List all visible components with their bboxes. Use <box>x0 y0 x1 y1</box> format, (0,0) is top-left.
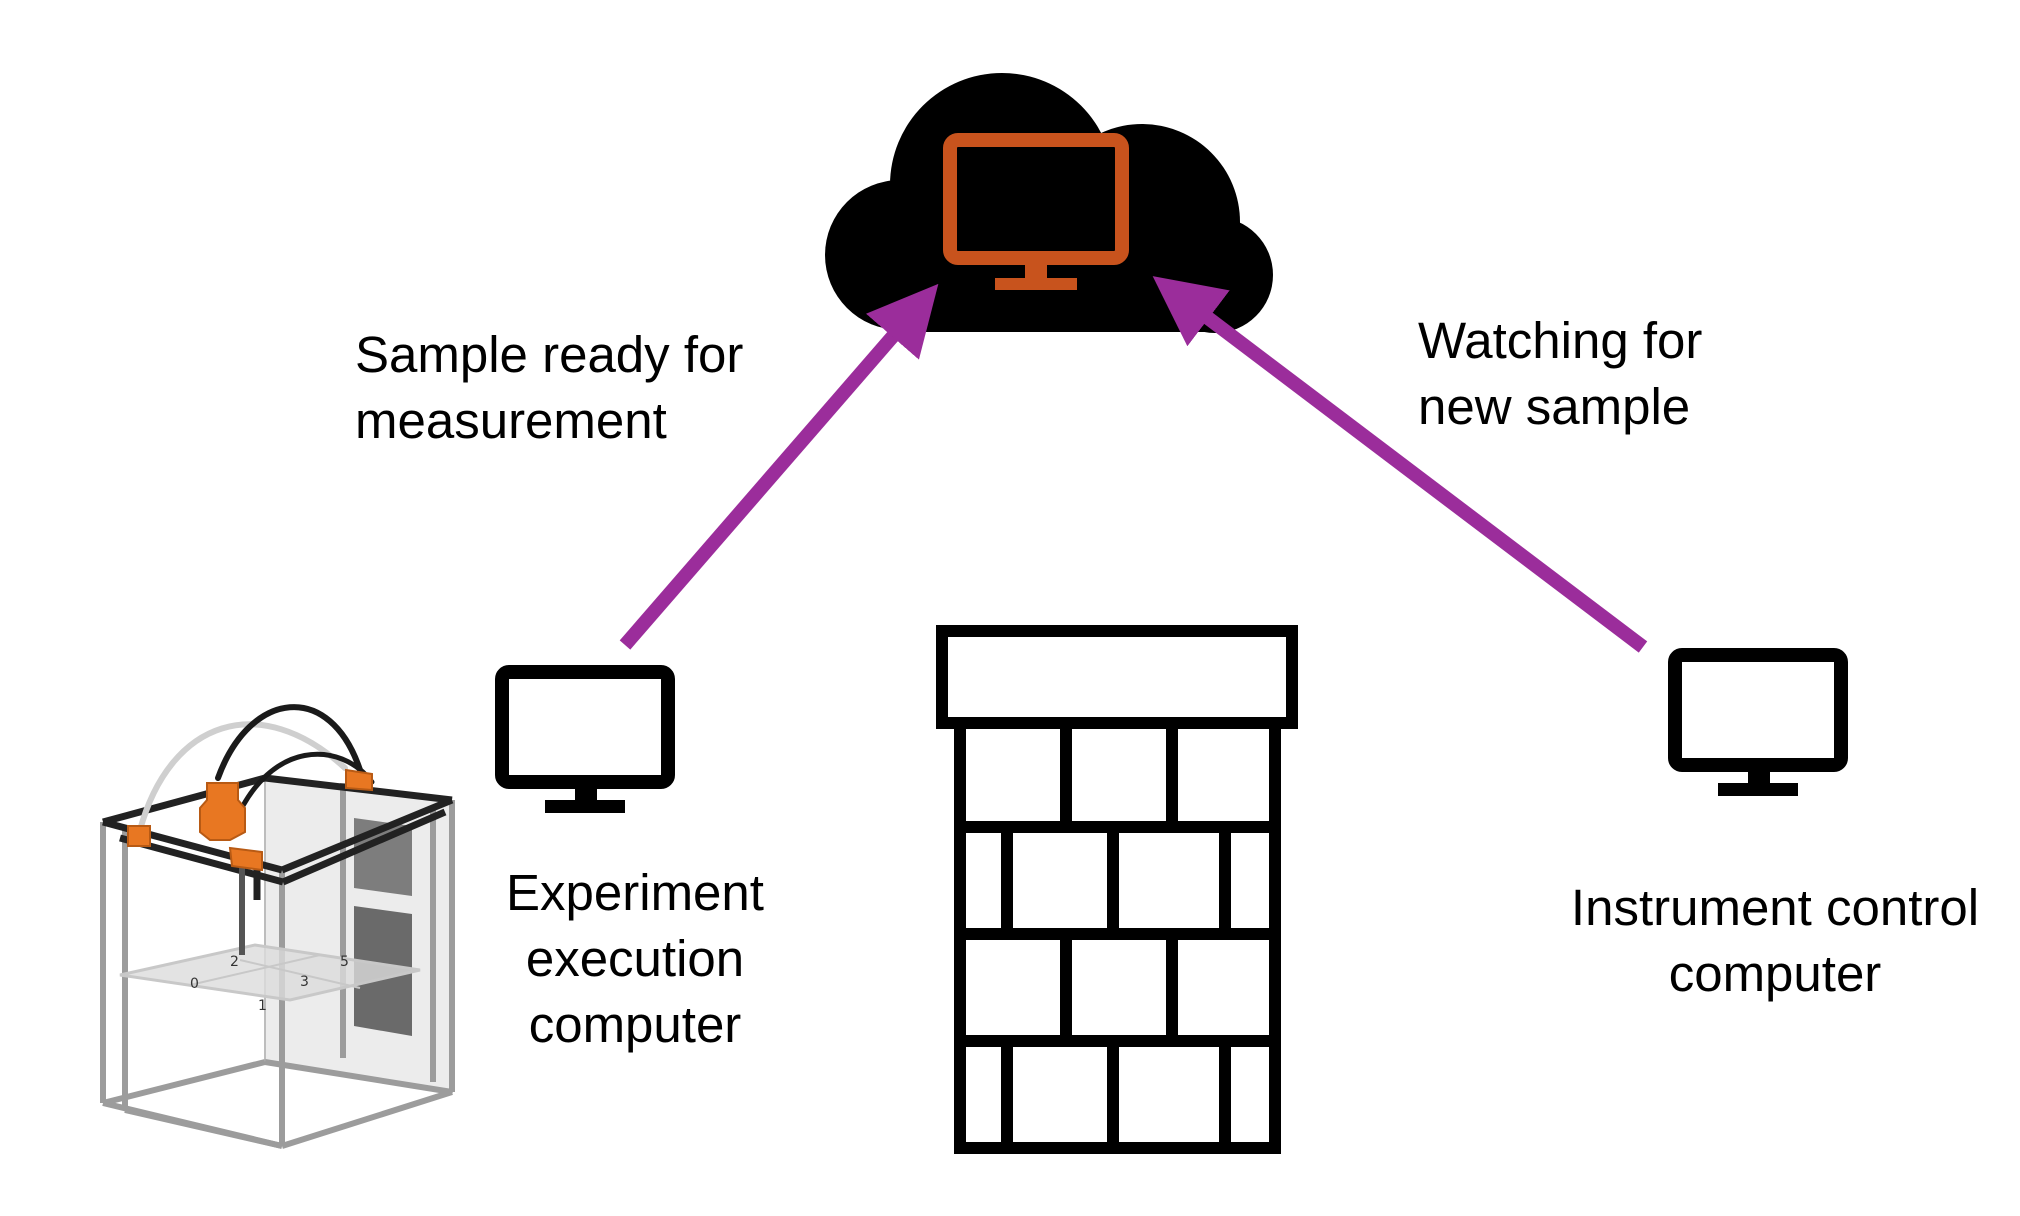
sample-ready-line: Sample ready for <box>355 326 744 383</box>
experiment-computer-line: execution <box>525 930 745 987</box>
experiment-computer-monitor-icon <box>495 665 675 813</box>
printer-grid-number: 3 <box>300 974 309 990</box>
printer-grid-number: 1 <box>258 998 267 1014</box>
watching-line: Watching for <box>1418 312 1703 369</box>
watching-line: new sample <box>1418 378 1691 435</box>
watching-label: Watching for new sample <box>1418 308 1702 440</box>
firewall-icon <box>936 625 1298 1154</box>
cloud-monitor-icon <box>943 133 1129 290</box>
printer-grid-number: 5 <box>340 954 349 970</box>
instrument-computer-line: Instrument control <box>1570 879 1980 936</box>
instrument-computer-monitor-icon <box>1668 648 1848 796</box>
printer-grid-number: 0 <box>190 976 199 992</box>
experiment-computer-label: Experiment execution computer <box>480 860 790 1058</box>
experiment-computer-line: Experiment <box>506 864 764 921</box>
experiment-computer-line: computer <box>528 996 742 1053</box>
cloud-icon <box>825 73 1273 333</box>
printer-robot-icon: 0 1 2 3 5 <box>100 704 455 1149</box>
printer-grid-number: 2 <box>230 954 239 970</box>
arrow-instrument-to-cloud <box>1152 276 1648 653</box>
sample-ready-line: measurement <box>355 392 667 449</box>
sample-ready-label: Sample ready for measurement <box>355 322 743 454</box>
instrument-computer-line: computer <box>1668 945 1882 1002</box>
arrow-experiment-to-cloud <box>619 283 939 650</box>
instrument-computer-label: Instrument control computer <box>1540 875 2010 1007</box>
